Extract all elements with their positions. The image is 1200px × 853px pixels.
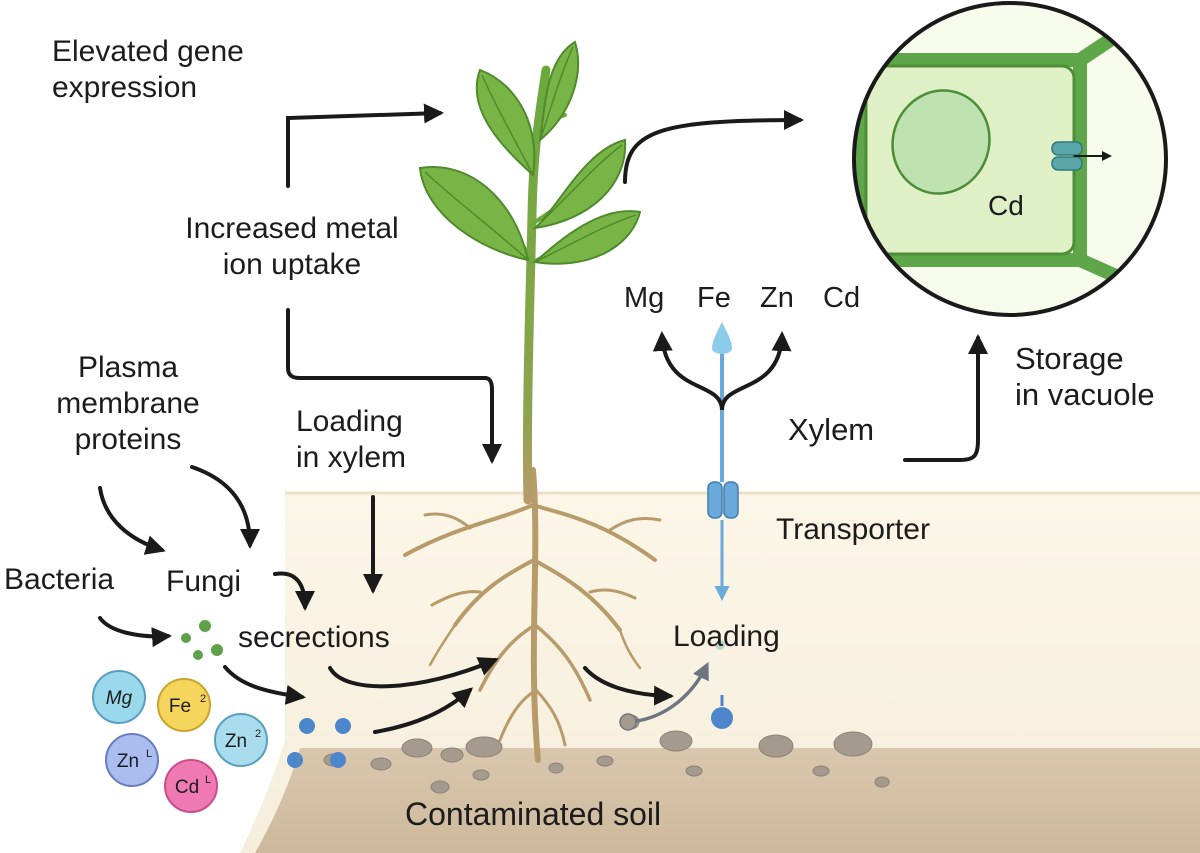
ion-zn2-label: Zn [225, 731, 247, 752]
ion-znl: Zn L [105, 733, 159, 787]
arrow-plasma-to-fungi [98, 486, 166, 555]
loading-particle [715, 640, 725, 650]
contaminated-soil-layer [255, 748, 1200, 853]
arrow-plasma-to-secretions [190, 465, 260, 549]
arrow-uptake-to-root [286, 308, 502, 464]
metal-branch-arrows [652, 331, 792, 411]
label-fungi: Fungi [166, 565, 242, 598]
label-contaminated-soil: Contaminated soil [405, 796, 662, 832]
process-arrows [98, 103, 988, 734]
plant-roots [403, 467, 662, 763]
ion-znl-label: Zn [117, 751, 139, 772]
arrow-fungi-to-secretions [273, 571, 315, 611]
arrow-plant-to-cell [623, 110, 804, 184]
microbe-particles [181, 620, 223, 660]
plant-leaves [418, 40, 642, 265]
label-transporter: Transporter [776, 513, 930, 546]
ion-mg-label: Mg [106, 688, 133, 709]
arrow-root-to-loading [583, 666, 674, 706]
label-elevated-gene-expression: Elevated gene expression [52, 35, 244, 104]
label-loading: Loading [673, 620, 780, 653]
water-droplet [712, 322, 732, 354]
ion-mg: Mg [92, 670, 146, 724]
ion-cd-charge: L [205, 774, 211, 786]
ion-fe-label: Fe [169, 696, 191, 717]
soil-pebbles [323, 714, 890, 794]
vacuole-cell [852, 1, 1168, 317]
label-plasma-membrane-proteins: Plasma membrane proteins [56, 351, 200, 456]
ion-particle-blue [711, 707, 733, 729]
label-loading-in-xylem: Loading in xylem [296, 405, 407, 474]
ion-zn2: Zn 2 [214, 713, 268, 767]
arrow-particles-to-blue [223, 665, 306, 705]
metal-label-fe: Fe [697, 282, 731, 314]
arrow-blue-to-root [373, 687, 474, 734]
metal-label-zn: Zn [760, 282, 794, 314]
label-cell-cd: Cd [988, 190, 1024, 221]
ion-cd: Cd L [164, 759, 218, 813]
metal-label-mg: Mg [624, 282, 665, 314]
ion-badges: Mg Fe 2 Zn 2 Zn L Cd L [92, 670, 268, 813]
transporter-channel-icon [707, 481, 739, 519]
label-increased-metal-uptake: Increased metal ion uptake [185, 212, 399, 281]
arrow-xylem-to-storage [903, 334, 988, 462]
label-secretions: secrections [238, 621, 390, 654]
label-xylem: Xylem [788, 412, 875, 447]
ion-cd-label: Cd [175, 777, 199, 798]
arrow-bacteria-to-particles [98, 616, 172, 648]
arrow-grey-to-loading [627, 661, 709, 724]
ion-fe: Fe 2 [157, 678, 211, 732]
plant-stem [522, 65, 551, 505]
metal-label-cd: Cd [823, 282, 861, 314]
grey-pebble-start [619, 713, 637, 731]
arrow-elevated-to-plant [286, 103, 444, 188]
arrow-secretions-to-root [328, 657, 499, 689]
ion-fe-charge: 2 [200, 693, 206, 705]
metal-particles [287, 718, 351, 768]
label-storage-in-vacuole: Storage in vacuole [1015, 341, 1155, 412]
ion-zn2-charge: 2 [255, 728, 261, 740]
label-bacteria: Bacteria [4, 563, 115, 596]
ion-znl-charge: L [146, 748, 152, 760]
